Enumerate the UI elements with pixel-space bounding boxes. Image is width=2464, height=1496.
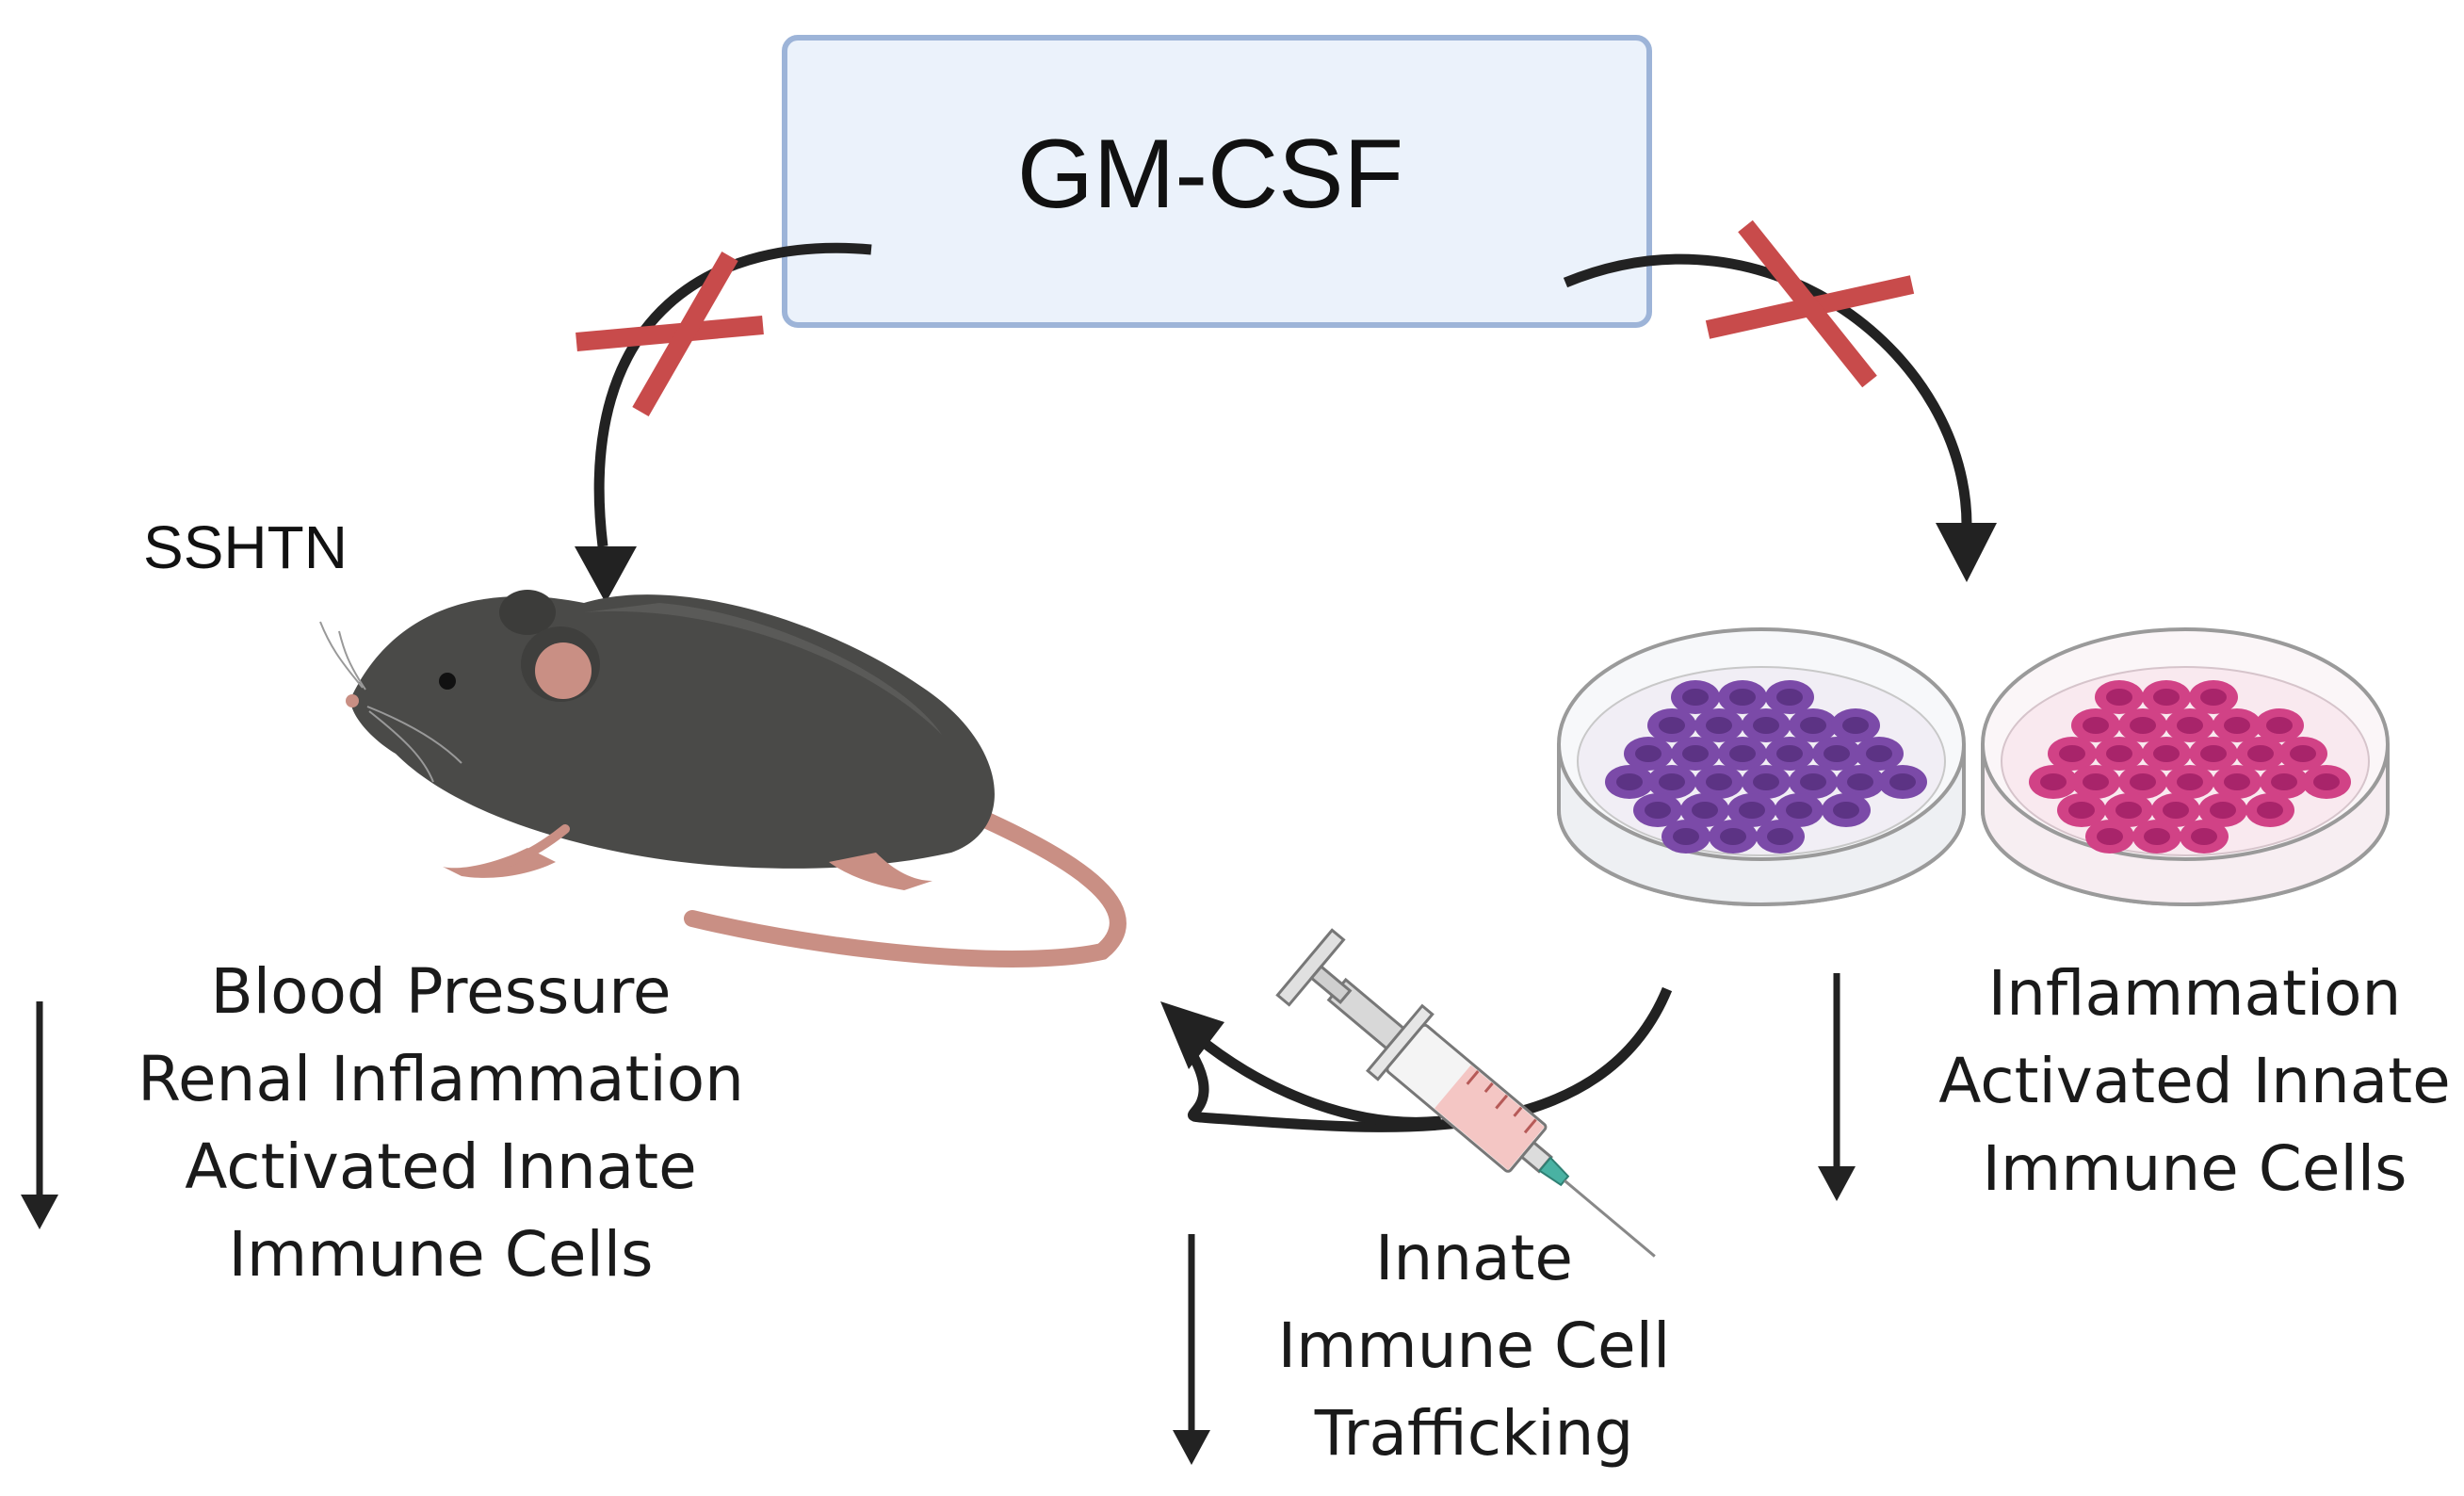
cell-nucleus-icon bbox=[1692, 802, 1718, 819]
cell-nucleus-icon bbox=[1753, 717, 1779, 734]
cell-nucleus-icon bbox=[1706, 773, 1732, 790]
cell-nucleus-icon bbox=[2097, 828, 2123, 845]
trafficking-line-1: Innate bbox=[1375, 1222, 1573, 1294]
cell-nucleus-icon bbox=[2177, 717, 2203, 734]
cross-left-icon bbox=[575, 252, 764, 416]
cell-nucleus-icon bbox=[1847, 773, 1873, 790]
cell-nucleus-icon bbox=[1673, 828, 1699, 845]
cell-nucleus-icon bbox=[2266, 717, 2293, 734]
mouse-outcome-1: Blood Pressure bbox=[210, 955, 671, 1028]
cell-nucleus-icon bbox=[1753, 773, 1779, 790]
dish-outcome-1: Inflammation bbox=[1988, 957, 2402, 1030]
cell-nucleus-icon bbox=[1889, 773, 1916, 790]
cell-nucleus-icon bbox=[2068, 802, 2095, 819]
cell-nucleus-icon bbox=[2163, 802, 2189, 819]
cell-nucleus-icon bbox=[2271, 773, 2297, 790]
petri-dish-magenta-icon bbox=[1981, 627, 2390, 906]
cell-nucleus-icon bbox=[1833, 802, 1859, 819]
cell-nucleus-icon bbox=[2191, 828, 2217, 845]
cell-nucleus-icon bbox=[2106, 745, 2132, 762]
mouse-outcome-3: Activated Innate bbox=[185, 1130, 696, 1203]
cell-nucleus-icon bbox=[2059, 745, 2085, 762]
cell-nucleus-icon bbox=[1866, 745, 1892, 762]
dish-decrease-arrow-head bbox=[1818, 1166, 1856, 1201]
cell-nucleus-icon bbox=[1824, 745, 1850, 762]
arrow-to-mouse-return-head bbox=[1160, 1001, 1224, 1069]
cell-nucleus-icon bbox=[1720, 828, 1746, 845]
trafficking-line-3: Trafficking bbox=[1314, 1397, 1634, 1470]
gm-csf-box bbox=[782, 35, 1652, 328]
cell-nucleus-icon bbox=[2257, 802, 2283, 819]
syringe-icon bbox=[1275, 928, 1656, 1258]
trafficking-line-2: Immune Cell bbox=[1278, 1309, 1671, 1382]
cell-nucleus-icon bbox=[2115, 802, 2142, 819]
cell-nucleus-icon bbox=[2290, 745, 2316, 762]
cell-nucleus-icon bbox=[1682, 689, 1709, 706]
cell-nucleus-icon bbox=[2200, 745, 2227, 762]
cell-nucleus-icon bbox=[2106, 689, 2132, 706]
arrow-to-mouse bbox=[593, 242, 872, 547]
cell-nucleus-icon bbox=[1776, 689, 1803, 706]
mouse-icon bbox=[319, 590, 1127, 968]
cell-nucleus-icon bbox=[2083, 717, 2109, 734]
cross-right-icon bbox=[1705, 220, 1915, 388]
cell-nucleus-icon bbox=[1776, 745, 1803, 762]
cell-nucleus-icon bbox=[2130, 717, 2156, 734]
cell-nucleus-icon bbox=[1616, 773, 1643, 790]
dish-outcome-3: Immune Cells bbox=[1982, 1132, 2407, 1205]
cell-nucleus-icon bbox=[2083, 773, 2109, 790]
cell-nucleus-icon bbox=[1842, 717, 1869, 734]
cell-nucleus-icon bbox=[1800, 717, 1826, 734]
cell-nucleus-icon bbox=[1767, 828, 1793, 845]
arrow-to-dishes-head bbox=[1936, 523, 1997, 582]
cell-nucleus-icon bbox=[1786, 802, 1812, 819]
cell-nucleus-icon bbox=[1729, 745, 1756, 762]
gm-csf-label: GM-CSF bbox=[1017, 120, 1403, 229]
mouse-outcome-4: Immune Cells bbox=[228, 1218, 653, 1291]
petri-dish-purple-icon bbox=[1557, 627, 1966, 906]
model-label: SSHTN bbox=[143, 513, 348, 581]
cell-nucleus-icon bbox=[1706, 717, 1732, 734]
cell-nucleus-icon bbox=[2153, 689, 2180, 706]
cell-nucleus-icon bbox=[2210, 802, 2236, 819]
cell-nucleus-icon bbox=[2177, 773, 2203, 790]
cell-nucleus-icon bbox=[1659, 717, 1685, 734]
arrow-to-dishes bbox=[1563, 253, 1972, 528]
cell-nucleus-icon bbox=[2153, 745, 2180, 762]
cell-nucleus-icon bbox=[2247, 745, 2274, 762]
cell-nucleus-icon bbox=[2144, 828, 2170, 845]
trafficking-decrease-arrow-head bbox=[1173, 1430, 1210, 1465]
cell-nucleus-icon bbox=[2130, 773, 2156, 790]
cell-nucleus-icon bbox=[2224, 773, 2250, 790]
cell-nucleus-icon bbox=[1729, 689, 1756, 706]
mouse-decrease-arrow-head bbox=[21, 1195, 58, 1229]
dish-outcome-2: Activated Innate bbox=[1938, 1045, 2450, 1117]
cell-nucleus-icon bbox=[1659, 773, 1685, 790]
arrow-to-mouse-head bbox=[575, 546, 637, 603]
mouse-outcome-2: Renal Inflammation bbox=[138, 1043, 744, 1115]
cell-nucleus-icon bbox=[1645, 802, 1671, 819]
cell-nucleus-icon bbox=[1739, 802, 1765, 819]
cell-nucleus-icon bbox=[1800, 773, 1826, 790]
cell-nucleus-icon bbox=[2040, 773, 2067, 790]
arrow-to-mouse-return bbox=[1182, 986, 1673, 1132]
cell-nucleus-icon bbox=[2313, 773, 2340, 790]
cell-nucleus-icon bbox=[1635, 745, 1662, 762]
cell-nucleus-icon bbox=[2200, 689, 2227, 706]
cell-nucleus-icon bbox=[2224, 717, 2250, 734]
cell-nucleus-icon bbox=[1682, 745, 1709, 762]
